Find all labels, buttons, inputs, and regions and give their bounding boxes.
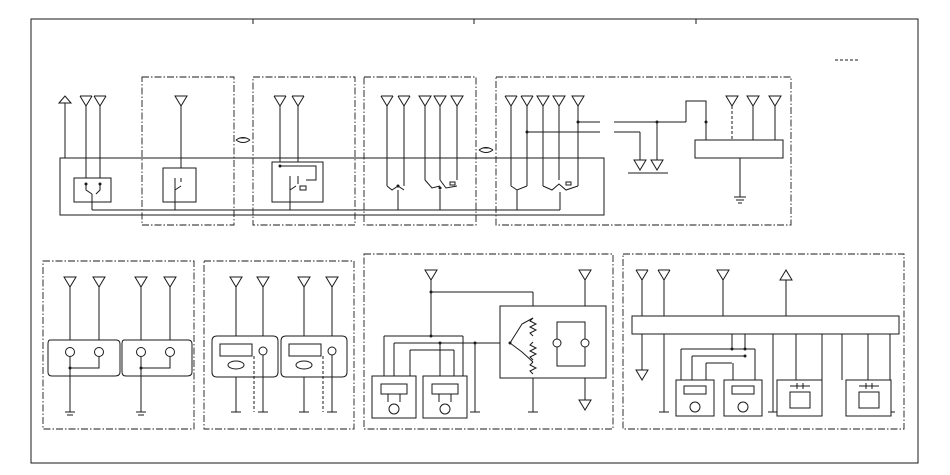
connector-mark-2 [478, 147, 494, 153]
section-5-circuit [504, 95, 784, 210]
bottom-panel-4 [622, 253, 905, 430]
section-4-circuit [380, 95, 464, 210]
bottom-panel-2 [203, 260, 355, 430]
section-2-circuit [162, 95, 197, 210]
top-section-boundaries [59, 76, 792, 226]
page-frame [30, 18, 919, 464]
bottom-panel-1 [42, 260, 195, 430]
bottom-panel-3 [363, 253, 614, 430]
connector-mark-1 [235, 137, 251, 143]
section-1-circuit [57, 95, 112, 210]
section-3-circuit [271, 95, 324, 210]
